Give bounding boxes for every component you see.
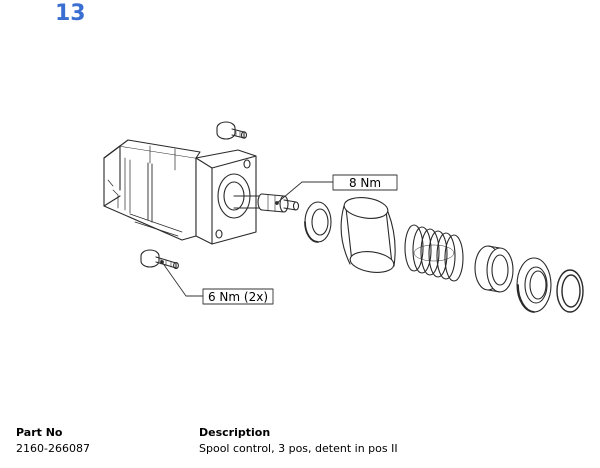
spring-cup xyxy=(474,245,514,293)
seal-ring xyxy=(304,201,332,243)
callout-8nm: 8 Nm xyxy=(276,174,398,204)
part-number: 2160-266087 xyxy=(16,441,90,455)
table-row: 2160-266087 Spool control, 3 pos, detent… xyxy=(16,440,576,456)
callout-6nm: 6 Nm (2x) xyxy=(161,261,274,305)
parts-table-header: Part No Description xyxy=(16,424,576,440)
header-part-no: Part No xyxy=(16,425,63,439)
exploded-view-diagram: 8 Nm 6 Nm (2x) xyxy=(103,121,584,313)
upper-screw xyxy=(216,121,248,140)
spool-control-body xyxy=(103,139,257,245)
parts-table: Part No Description 2160-266087 Spool co… xyxy=(16,424,576,456)
callout-8nm-box xyxy=(332,174,398,191)
part-description: Spool control, 3 pos, detent in pos II xyxy=(199,441,398,455)
flange-washer xyxy=(516,257,552,313)
callout-6nm-box xyxy=(202,288,274,305)
step-number: 13 xyxy=(55,1,86,26)
header-description: Description xyxy=(199,425,271,439)
spool-shaft xyxy=(233,193,300,213)
lower-screw xyxy=(140,249,179,270)
callout-8nm-label: 8 Nm xyxy=(349,176,381,190)
spring xyxy=(404,224,464,282)
o-ring xyxy=(556,269,584,313)
sleeve xyxy=(340,197,396,273)
callout-6nm-label: 6 Nm (2x) xyxy=(208,290,268,304)
